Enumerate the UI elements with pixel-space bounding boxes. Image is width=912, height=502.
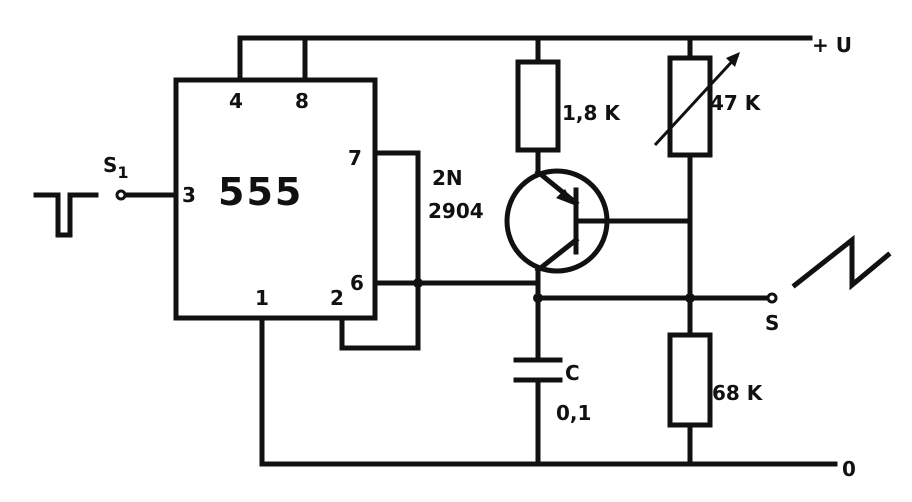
pin-4-label: 4	[229, 89, 243, 113]
output-sawtooth-waveform-icon	[791, 234, 892, 291]
pin-7-label: 7	[348, 146, 362, 170]
resistor-68k-label: 68 K	[712, 381, 764, 405]
pin-8-label: 8	[295, 89, 309, 113]
chip-label: 555	[218, 170, 303, 214]
variable-resistor-47k-label: 47 K	[710, 91, 762, 115]
capacitor-name-label: C	[565, 361, 580, 385]
variable-resistor-arrowhead-icon	[726, 52, 740, 67]
input-pulse-waveform-icon	[33, 192, 99, 238]
transistor-type-line1: 2N	[432, 166, 463, 190]
supply-wiring	[237, 35, 813, 83]
junction-dot	[413, 278, 423, 288]
timer-pin-wiring	[339, 150, 541, 351]
transistor-type-line2: 2904	[428, 199, 484, 223]
junction-dot	[533, 293, 543, 303]
pin-6-label: 6	[350, 271, 364, 295]
input-terminal-icon	[115, 189, 127, 201]
pin-2-label: 2	[330, 286, 344, 310]
timer-555-chip	[173, 77, 378, 321]
junction-dot	[685, 293, 695, 303]
supply-rail-label: + U	[812, 33, 852, 57]
transistor-pnp-icon	[504, 168, 611, 274]
resistor-68k	[667, 332, 713, 428]
resistor-1-8k	[515, 59, 561, 153]
ground-wiring	[259, 315, 838, 467]
resistor-1-8k-label: 1,8 K	[562, 101, 621, 125]
capacitor-icon	[513, 357, 563, 393]
variable-resistor-arrow-icon	[653, 53, 740, 147]
output-terminal-icon	[766, 292, 778, 304]
ground-rail-label: 0	[842, 457, 856, 481]
input-label: S1	[103, 153, 129, 182]
pin-1-label: 1	[255, 286, 269, 310]
capacitor-value-label: 0,1	[556, 401, 591, 425]
output-label: S	[765, 311, 779, 335]
pin-3-label: 3	[182, 183, 196, 207]
